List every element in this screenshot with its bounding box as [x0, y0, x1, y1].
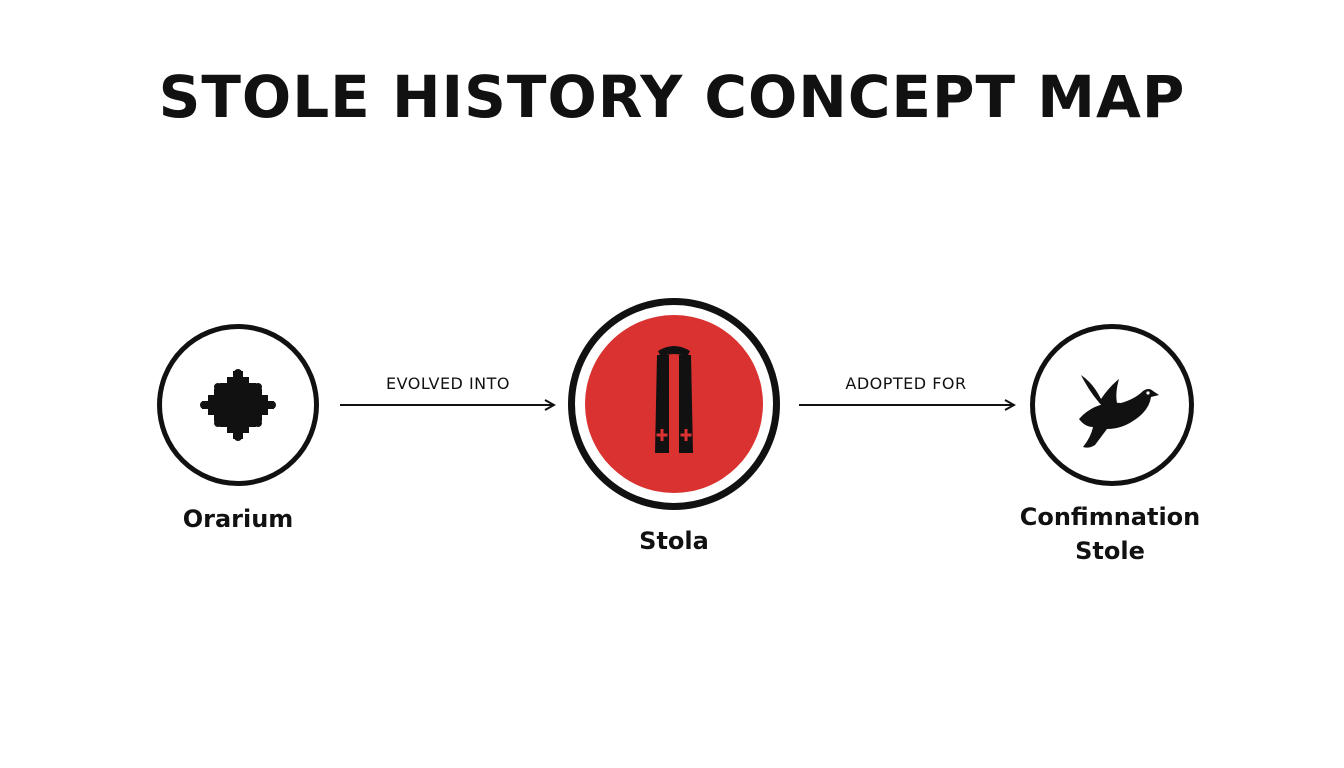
- node-label-line-1: Confimnation: [1019, 503, 1201, 531]
- stola-accent-disc: [585, 315, 763, 493]
- diamond-pattern-icon: [200, 369, 276, 441]
- node-stola: [568, 298, 780, 510]
- node-label-stola: Stola: [639, 527, 709, 555]
- node-confirmation-stole: [1030, 324, 1194, 486]
- node-label-line-2: Stole: [1075, 537, 1145, 565]
- node-orarium: [157, 324, 319, 486]
- diagram-title: STOLE HISTORY CONCEPT MAP: [158, 63, 1186, 131]
- stole-vestment-icon: [655, 346, 693, 453]
- node-label-orarium: Orarium: [182, 505, 294, 533]
- edge-label-adopted-for: ADOPTED FOR: [845, 374, 967, 393]
- edge-label-evolved-into: EVOLVED INTO: [385, 374, 511, 393]
- dove-icon: [1079, 375, 1159, 448]
- node-label-confirmation-stole: Confimnation Stole: [1000, 500, 1220, 568]
